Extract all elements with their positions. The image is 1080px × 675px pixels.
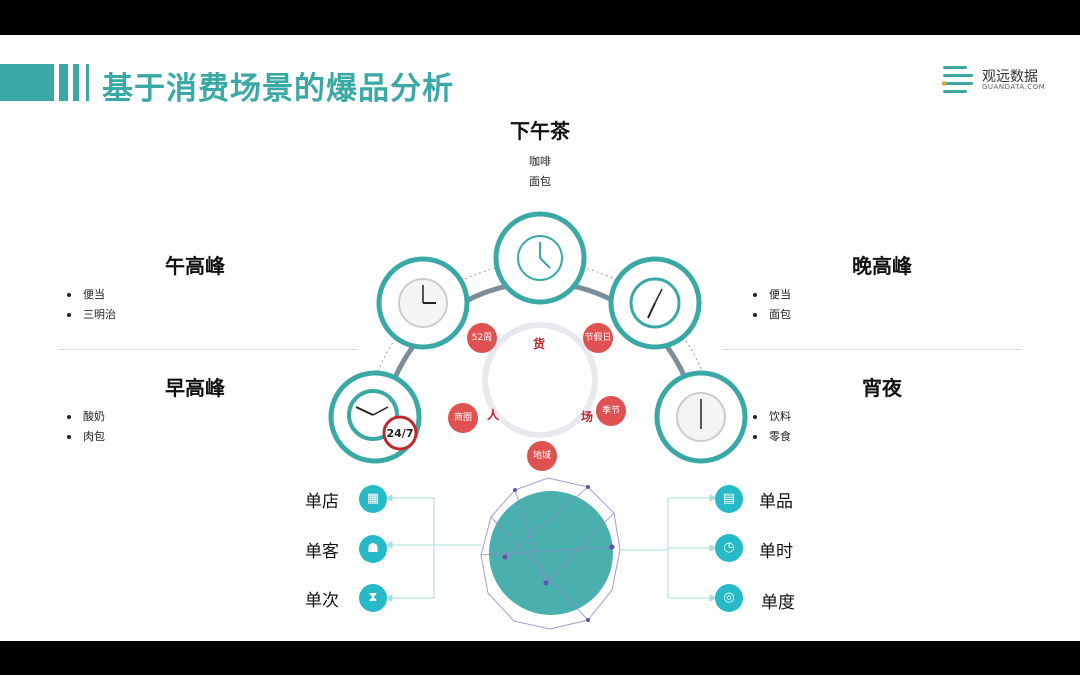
list-item: 面包: [529, 175, 551, 188]
stopwatch-icon: ◷: [715, 534, 743, 562]
title-decoration-bar: [0, 64, 54, 101]
list-item: 便当: [67, 285, 116, 305]
divider: [58, 349, 358, 350]
evening-peak-list: 便当 面包: [753, 285, 791, 325]
store-icon: ▦: [359, 485, 387, 513]
tag-52weeks: 52周: [467, 323, 497, 353]
people-label: 人: [487, 408, 500, 422]
list-item: 便当: [753, 285, 791, 305]
list-item: 饮料: [753, 407, 791, 427]
tag-region: 地域: [527, 441, 557, 471]
title-decoration-stripe: [59, 64, 68, 101]
divider: [722, 349, 1022, 350]
page-title: 基于消费场景的爆品分析: [102, 71, 454, 107]
clock-icon-noon: [376, 256, 470, 350]
noon-peak-title: 午高峰: [165, 254, 225, 278]
morning-peak-list: 酸奶 肉包: [67, 407, 105, 447]
tag-business-district: 商圈: [448, 403, 478, 433]
dim-single-time-label: 单时: [759, 542, 793, 562]
list-item: 面包: [753, 305, 791, 325]
title-decoration-stripe: [86, 64, 89, 101]
place-label: 场: [581, 410, 594, 424]
svg-text:24/7: 24/7: [387, 427, 414, 440]
list-item: 咖啡: [529, 155, 551, 168]
list-item: 酸奶: [67, 407, 105, 427]
scene-diagram: 24/7: [328, 211, 748, 630]
clock-icon-morning: 24/7: [328, 370, 422, 464]
dim-single-degree-label: 单度: [761, 593, 795, 613]
evening-peak-title: 晚高峰: [852, 254, 912, 278]
night-snack-title: 宵夜: [862, 376, 902, 400]
dim-single-customer-label: 单客: [305, 542, 339, 562]
clock-icon-night: [654, 370, 748, 464]
goods-label: 货: [533, 337, 546, 351]
list-item: 零食: [753, 427, 791, 447]
right-connectors: [620, 494, 718, 602]
list-item: 三明治: [67, 305, 116, 325]
noon-peak-list: 便当 三明治: [67, 285, 116, 325]
afternoon-tea-list: 咖啡 面包: [510, 152, 570, 192]
clock-icon-afternoon: [493, 211, 587, 305]
tag-season: 季节: [596, 396, 626, 426]
logo-subtext: GUANDATA.COM: [982, 83, 1046, 91]
night-snack-list: 饮料 零食: [753, 407, 791, 447]
dim-single-store-label: 单店: [305, 492, 339, 512]
clipboard-icon: ▤: [715, 485, 743, 513]
afternoon-tea-title: 下午茶: [510, 119, 570, 143]
dim-single-visit-label: 单次: [305, 591, 339, 611]
slide: 基于消费场景的爆品分析 观远数据 GUANDATA.COM: [0, 35, 1080, 641]
tag-holidays: 节假日: [583, 323, 613, 353]
customer-icon: ☗: [359, 535, 387, 563]
title-decoration-stripe: [73, 64, 79, 101]
morning-peak-title: 早高峰: [165, 376, 225, 400]
target-icon: ◎: [715, 584, 743, 612]
hourglass-icon: ⧗: [359, 584, 387, 612]
logo-icon: [941, 66, 973, 93]
list-item: 肉包: [67, 427, 105, 447]
network-sphere-icon: [480, 477, 621, 630]
logo-name: 观远数据: [982, 69, 1038, 85]
left-connectors: [384, 494, 481, 602]
clock-icon-evening: [608, 256, 702, 350]
dim-single-product-label: 单品: [759, 492, 793, 512]
